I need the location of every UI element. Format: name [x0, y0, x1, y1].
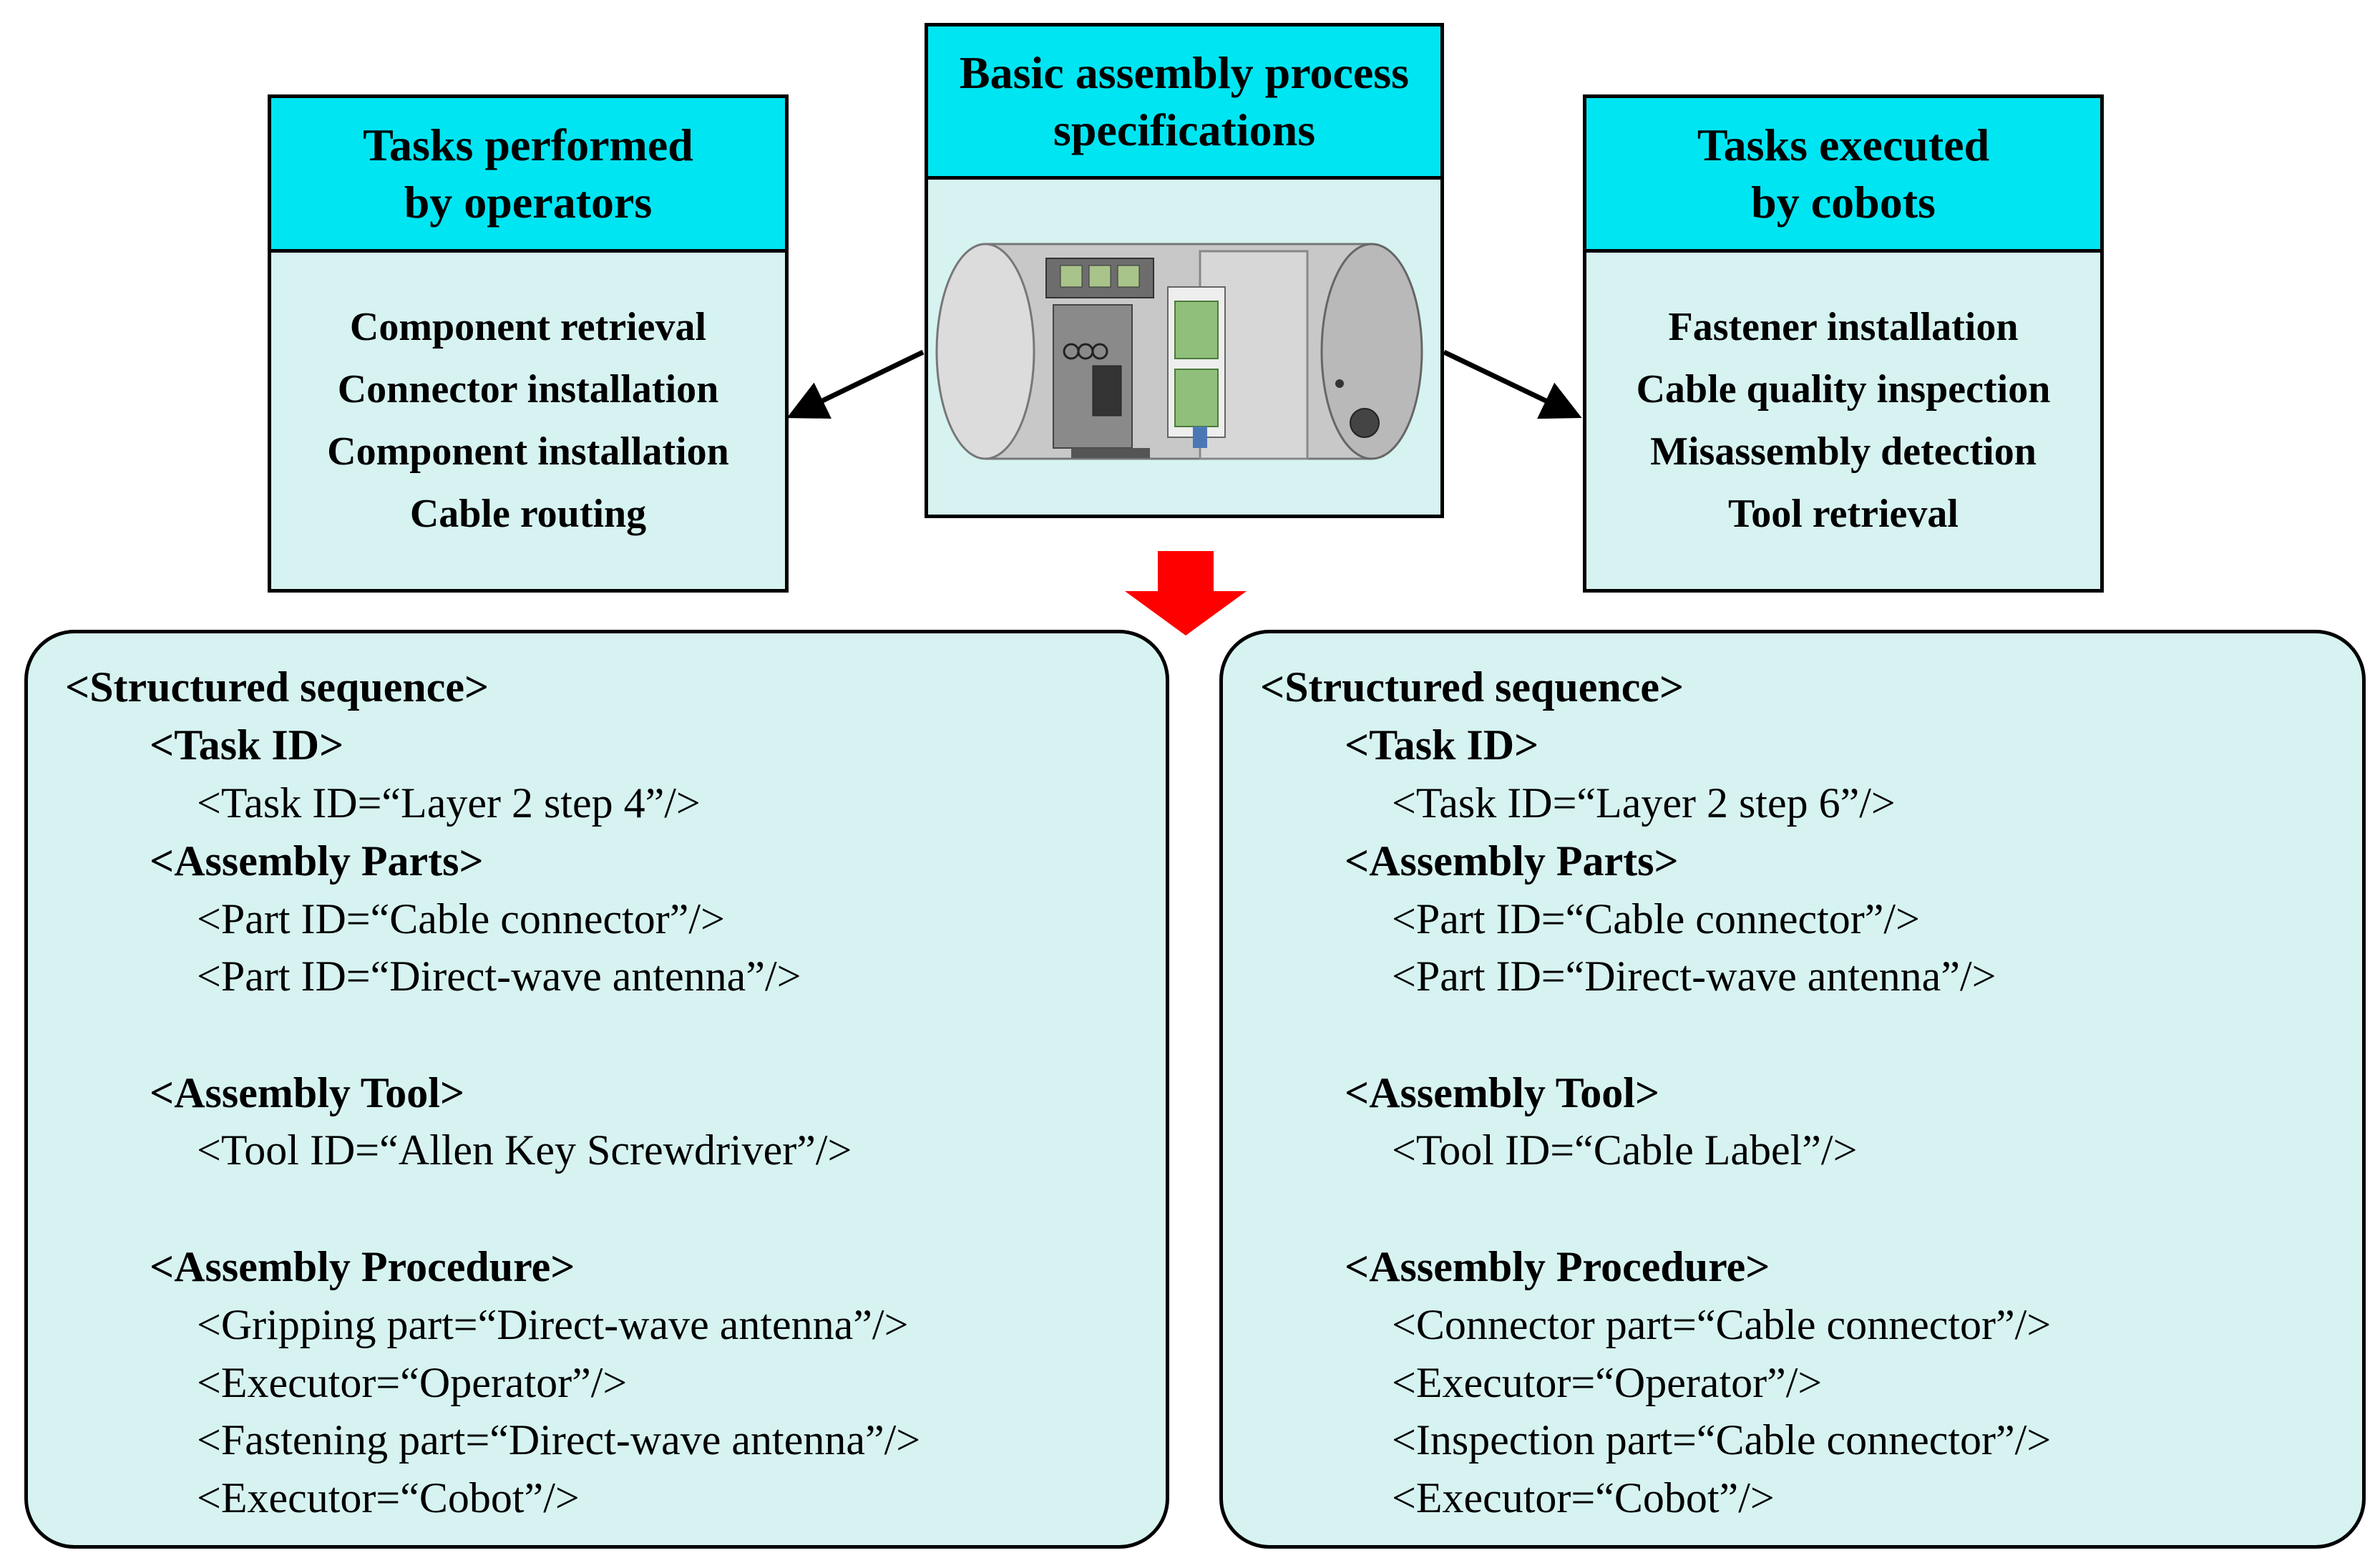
seq-entry: <Part ID=“Cable connector”/> — [1392, 895, 1920, 943]
seq-entry: <Executor=“Cobot”/> — [1392, 1474, 1775, 1521]
arrow-to-operators — [786, 349, 925, 419]
seq-entry: <Tool ID=“Cable Label”/> — [1392, 1126, 1858, 1174]
operators-title-line2: by operators — [404, 176, 653, 228]
cobots-box-header: Tasks executed by cobots — [1586, 98, 2100, 253]
left-structured-sequence-panel: <Structured sequence> <Task ID> <Task ID… — [24, 630, 1169, 1549]
seq-entry: <Part ID=“Cable connector”/> — [197, 895, 725, 943]
operators-box-header: Tasks performed by operators — [271, 98, 785, 253]
seq-section-tag: <Assembly Tool> — [1345, 1069, 1660, 1116]
seq-root-tag: <Structured sequence> — [65, 663, 489, 711]
operators-tasks-box: Tasks performed by operators Component r… — [268, 94, 789, 593]
seq-section-tag: <Assembly Procedure> — [150, 1243, 575, 1290]
seq-entry: <Part ID=“Direct-wave antenna”/> — [197, 953, 801, 1000]
seq-section-tag: <Assembly Procedure> — [1345, 1243, 1770, 1290]
cobot-task-item: Misassembly detection — [1650, 429, 2037, 474]
cobots-title-line2: by cobots — [1751, 176, 1936, 228]
seq-section-tag: <Assembly Parts> — [150, 837, 484, 885]
cobots-tasks-box: Tasks executed by cobots Fastener instal… — [1583, 94, 2104, 593]
seq-entry: <Task ID=“Layer 2 step 4”/> — [197, 779, 701, 827]
seq-entry: <Task ID=“Layer 2 step 6”/> — [1392, 779, 1896, 827]
down-arrow — [1125, 551, 1247, 636]
center-box-header: Basic assembly process specifications — [928, 26, 1440, 180]
seq-entry: <Fastening part=“Direct-wave antenna”/> — [197, 1416, 921, 1464]
seq-root-tag: <Structured sequence> — [1260, 663, 1684, 711]
assembly-illustration — [928, 180, 1440, 515]
right-structured-sequence-panel: <Structured sequence> <Task ID> <Task ID… — [1219, 630, 2366, 1549]
center-title-line1: Basic assembly process — [959, 47, 1410, 98]
seq-section-tag: <Assembly Parts> — [1345, 837, 1679, 885]
seq-entry: <Tool ID=“Allen Key Screwdriver”/> — [197, 1126, 852, 1174]
cobot-task-item: Fastener installation — [1668, 305, 2019, 349]
operator-task-item: Component retrieval — [349, 305, 707, 349]
cobots-task-list: Fastener installation Cable quality insp… — [1586, 253, 2100, 589]
seq-entry: <Executor=“Operator”/> — [197, 1359, 628, 1406]
cobot-task-item: Cable quality inspection — [1636, 367, 2051, 412]
center-spec-box: Basic assembly process specifications — [925, 23, 1444, 518]
seq-entry: <Inspection part=“Cable connector”/> — [1392, 1416, 2052, 1464]
seq-section-tag: <Task ID> — [1345, 721, 1539, 769]
cobot-task-item: Tool retrieval — [1728, 492, 1959, 536]
seq-entry: <Connector part=“Cable connector”/> — [1392, 1301, 2052, 1348]
seq-entry: <Executor=“Operator”/> — [1392, 1359, 1823, 1406]
operator-task-item: Cable routing — [409, 492, 647, 536]
seq-entry: <Executor=“Cobot”/> — [197, 1474, 580, 1521]
operator-task-item: Component installation — [327, 429, 729, 474]
seq-entry: <Gripping part=“Direct-wave antenna”/> — [197, 1301, 909, 1348]
cabin-cylinder-image — [935, 243, 1423, 460]
seq-section-tag: <Task ID> — [150, 721, 344, 769]
operator-task-item: Connector installation — [337, 367, 719, 412]
operators-task-list: Component retrieval Connector installati… — [271, 253, 785, 589]
arrow-to-cobots — [1443, 349, 1582, 419]
center-title-line2: specifications — [1053, 104, 1316, 155]
cobots-title-line1: Tasks executed — [1697, 119, 1990, 170]
operators-title-line1: Tasks performed — [363, 119, 693, 170]
seq-entry: <Part ID=“Direct-wave antenna”/> — [1392, 953, 1996, 1000]
seq-section-tag: <Assembly Tool> — [150, 1069, 465, 1116]
